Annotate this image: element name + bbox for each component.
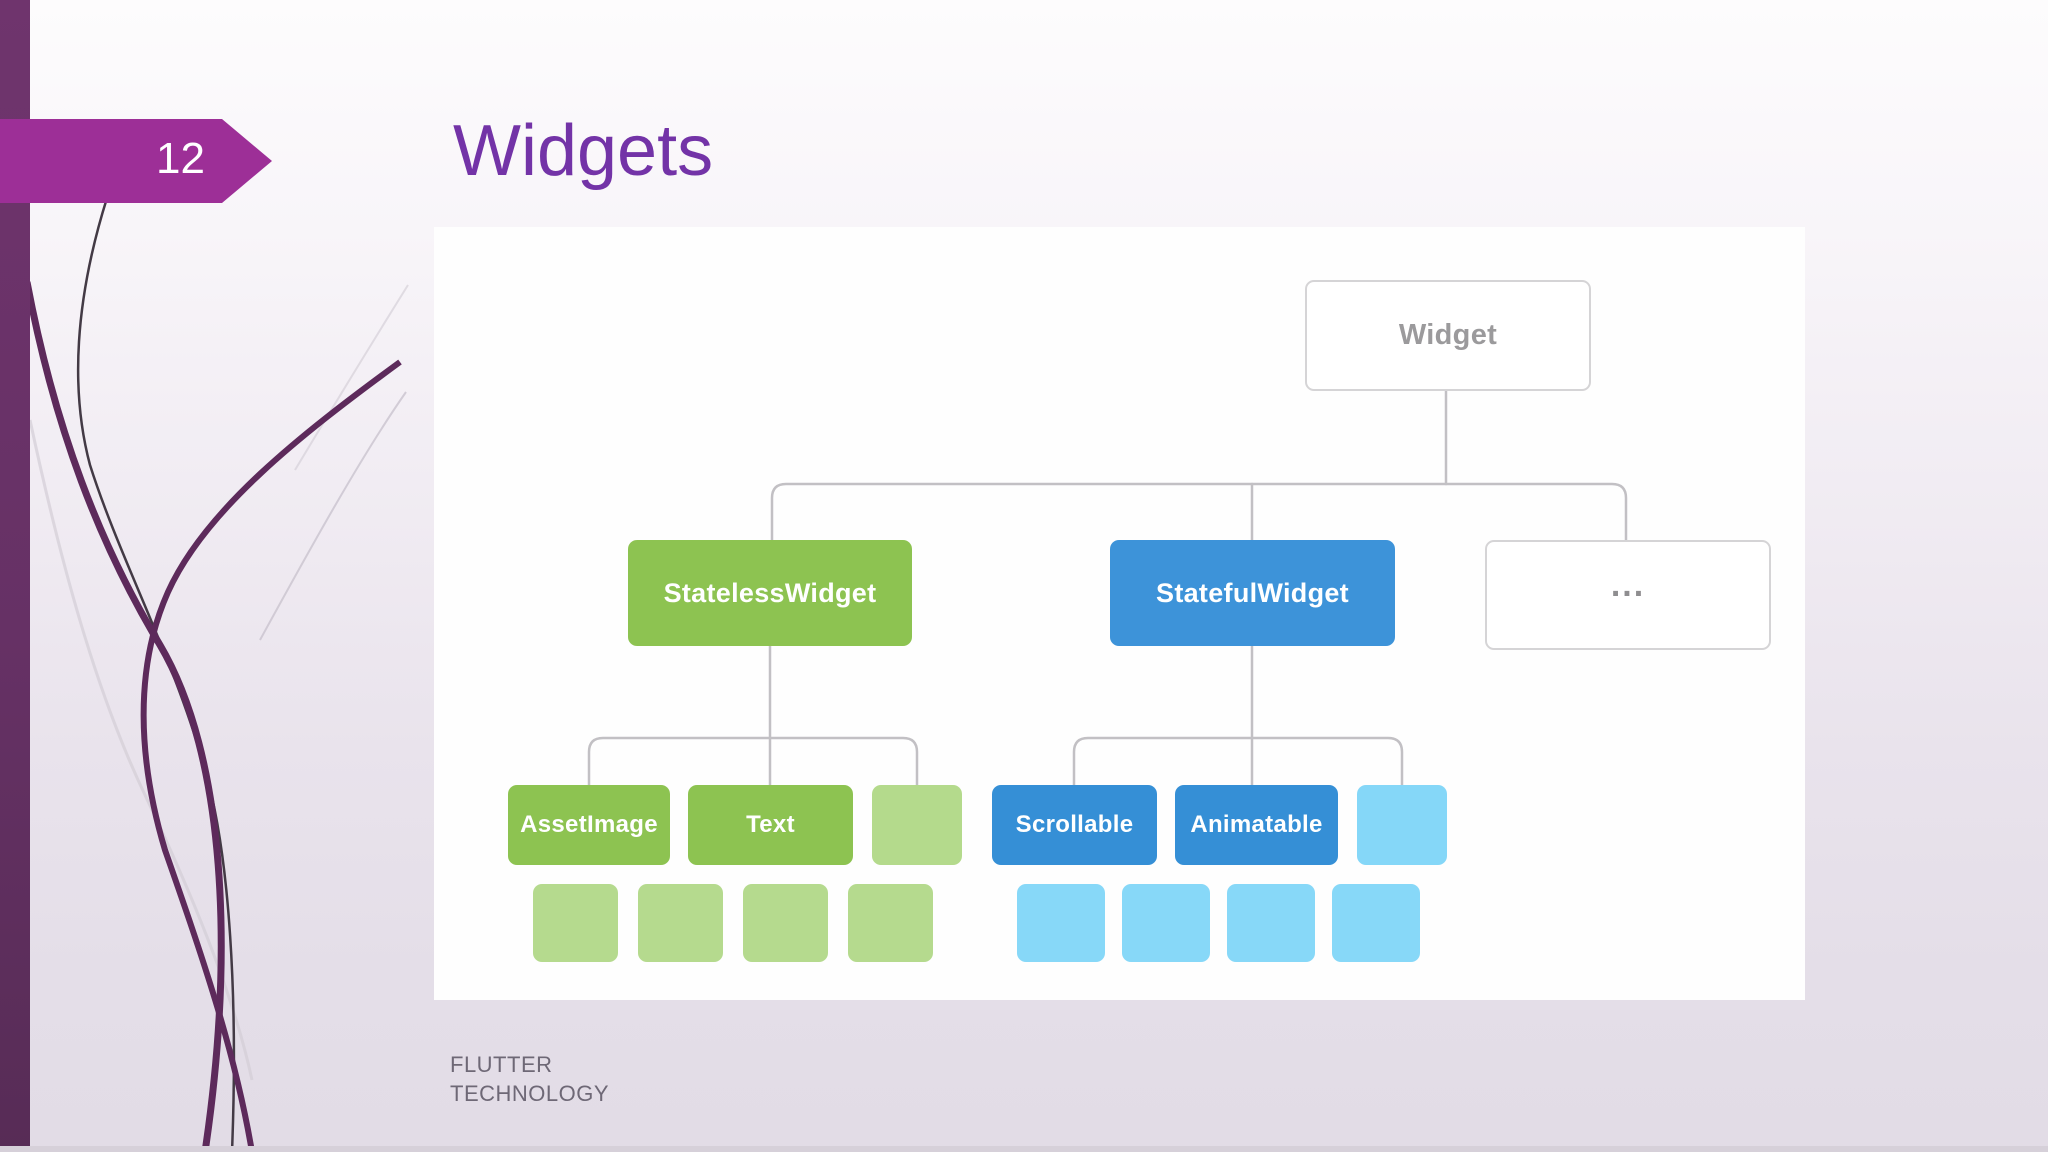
footer-text: FLUTTER TECHNOLOGY [450, 1050, 609, 1108]
node-widget: Widget [1305, 280, 1591, 391]
node-assetimage: AssetImage [508, 785, 670, 865]
node-assetimage-label: AssetImage [520, 811, 658, 838]
leaf-box-blue-4 [1332, 884, 1420, 962]
node-stateless-widget-label: StatelessWidget [663, 577, 877, 608]
bottom-edge-strip [0, 1146, 2048, 1152]
node-blue-unlabeled [1357, 785, 1447, 865]
leaf-box-green-4 [848, 884, 933, 962]
footer-line-2: TECHNOLOGY [450, 1081, 610, 1106]
slide-title: Widgets [453, 111, 714, 191]
footer-line-1: FLUTTER [450, 1052, 553, 1077]
node-stateful-widget: StatefulWidget [1110, 540, 1395, 646]
slide-number-banner: 12 [0, 119, 272, 203]
node-ellipsis: ... [1485, 540, 1771, 650]
leaf-box-blue-3 [1227, 884, 1315, 962]
node-text-label: Text [746, 811, 795, 838]
node-ellipsis-label: ... [1610, 565, 1646, 604]
slide-number: 12 [156, 134, 205, 183]
node-animatable: Animatable [1175, 785, 1338, 865]
node-animatable-label: Animatable [1190, 811, 1323, 838]
leaf-box-green-3 [743, 884, 828, 962]
node-widget-label: Widget [1398, 319, 1498, 351]
node-stateless-widget: StatelessWidget [628, 540, 912, 646]
node-green-unlabeled [872, 785, 962, 865]
leaf-box-blue-1 [1017, 884, 1105, 962]
leaf-box-blue-2 [1122, 884, 1210, 962]
node-scrollable-label: Scrollable [1015, 811, 1134, 838]
node-stateful-widget-label: StatefulWidget [1156, 577, 1349, 608]
leaf-box-green-1 [533, 884, 618, 962]
node-text: Text [688, 785, 853, 865]
leaf-box-green-2 [638, 884, 723, 962]
node-scrollable: Scrollable [992, 785, 1157, 865]
